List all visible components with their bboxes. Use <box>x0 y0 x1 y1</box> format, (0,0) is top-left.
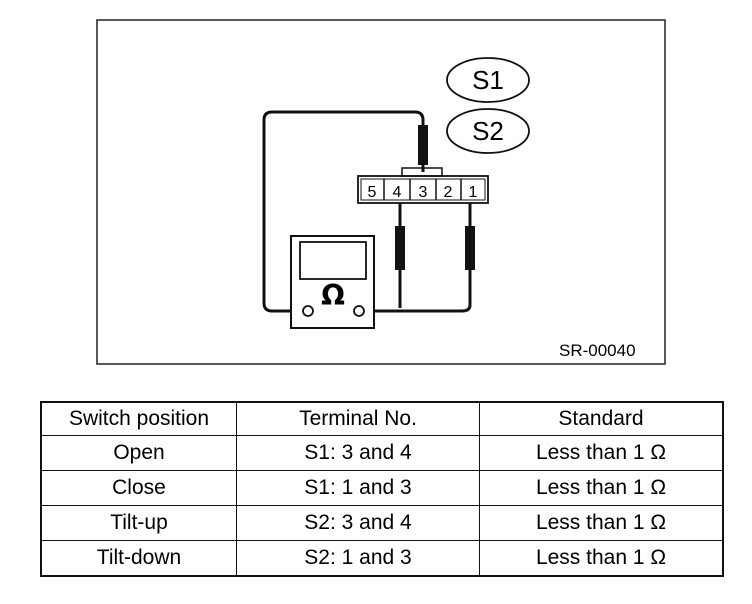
switch-label-s2: S2 <box>446 108 530 154</box>
probe-tip-4 <box>395 226 405 270</box>
cell-standard: Less than 1 Ω <box>479 540 724 577</box>
cell-standard: Less than 1 Ω <box>479 435 724 471</box>
terminal-5: 5 <box>368 184 377 201</box>
cell-terminal-no: S1: 3 and 4 <box>236 435 480 471</box>
switch-connector: 5 4 3 2 1 <box>357 167 489 204</box>
terminal-2: 2 <box>444 184 453 201</box>
cell-switch-position: Open <box>40 435 237 471</box>
switch-label-s1: S1 <box>446 57 530 103</box>
continuity-table: Switch position Terminal No. Standard Op… <box>40 401 724 577</box>
meter-display <box>299 241 367 280</box>
probe-tip-3 <box>418 125 428 165</box>
cell-switch-position: Close <box>40 470 237 506</box>
table-header-row: Switch position Terminal No. Standard <box>40 401 724 436</box>
table-row: Tilt-up S2: 3 and 4 Less than 1 Ω <box>40 505 724 541</box>
cell-terminal-no: S2: 1 and 3 <box>236 540 480 577</box>
table-row: Close S1: 1 and 3 Less than 1 Ω <box>40 470 724 506</box>
meter-terminal-right <box>353 305 365 317</box>
header-standard: Standard <box>479 401 724 436</box>
connector-body <box>357 175 489 204</box>
terminal-3: 3 <box>419 184 428 201</box>
header-switch-position: Switch position <box>40 401 237 436</box>
cell-terminal-no: S2: 3 and 4 <box>236 505 480 541</box>
probe-lead-terminal-4 <box>395 203 405 308</box>
ohmmeter: Ω <box>290 235 375 329</box>
diagram-canvas: S1 S2 5 4 3 2 1 <box>96 19 666 365</box>
svg-text:S1: S1 <box>472 65 504 95</box>
terminal-1: 1 <box>469 184 478 201</box>
meter-terminal-left <box>302 305 314 317</box>
table-row: Open S1: 3 and 4 Less than 1 Ω <box>40 435 724 471</box>
cell-switch-position: Tilt-up <box>40 505 237 541</box>
cell-switch-position: Tilt-down <box>40 540 237 577</box>
cell-standard: Less than 1 Ω <box>479 470 724 506</box>
switch-test-table: Switch position Terminal No. Standard Op… <box>40 401 724 577</box>
cell-terminal-no: S1: 1 and 3 <box>236 470 480 506</box>
probe-tip-1 <box>465 226 475 270</box>
terminal-4: 4 <box>393 184 402 201</box>
figure-code: SR-00040 <box>559 341 636 360</box>
figure-frame <box>96 19 666 365</box>
svg-text:S2: S2 <box>472 116 504 146</box>
cell-standard: Less than 1 Ω <box>479 505 724 541</box>
ohm-symbol: Ω <box>321 279 345 312</box>
table-row: Tilt-down S2: 1 and 3 Less than 1 Ω <box>40 540 724 577</box>
probe-lead-terminal-3 <box>262 110 428 313</box>
header-terminal-no: Terminal No. <box>236 401 480 436</box>
wiring-diagram: S1 S2 5 4 3 2 1 <box>96 19 666 365</box>
probe-lead-terminal-1 <box>365 203 475 313</box>
